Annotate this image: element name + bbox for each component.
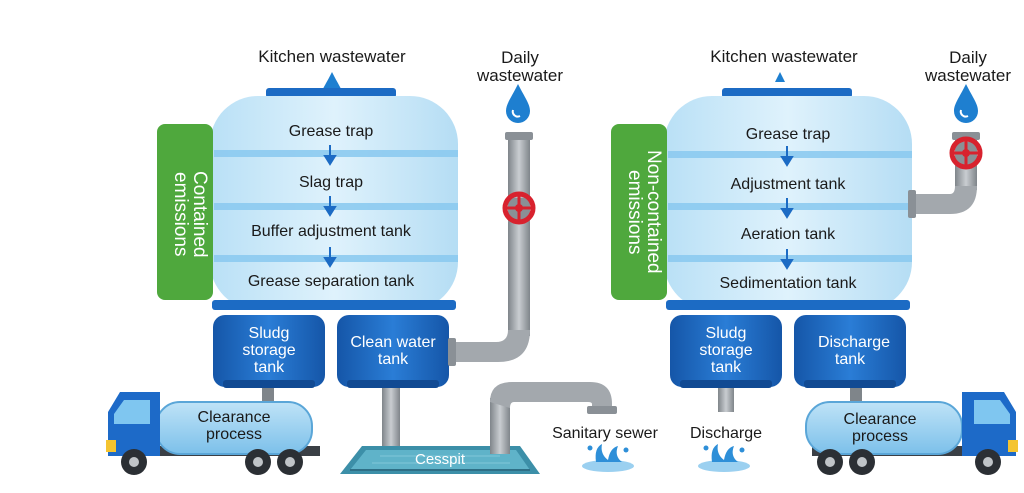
daily-wastewater-label: Daily wastewater <box>925 48 1011 85</box>
water-drop-icon <box>954 84 978 123</box>
inlet-pipe <box>448 132 533 366</box>
water-drop-icon <box>506 84 530 123</box>
water-splash-icon <box>582 444 634 472</box>
side-label-box <box>611 124 667 300</box>
stage-buffer-adjustment-tank: Buffer adjustment tank <box>251 223 411 240</box>
sludge-storage-tank <box>213 315 325 388</box>
kitchen-wastewater-label: Kitchen wastewater <box>258 47 406 66</box>
discharge-tank <box>794 315 906 388</box>
side-label-box <box>157 124 213 300</box>
tanker-truck-icon <box>805 392 1018 475</box>
sewer-pipe <box>490 382 617 454</box>
sludge-storage-tank-label: Sludg storage tank <box>242 325 296 376</box>
stage-aeration-tank: Aeration tank <box>740 226 836 243</box>
discharge-outlet-pipe <box>850 388 862 402</box>
stage-adjustment-tank: Adjustment tank <box>730 176 846 193</box>
clean-water-tank <box>337 315 449 388</box>
non-contained-emissions-label: Non-contained emissions <box>624 150 664 274</box>
cesspit-label: Cesspit <box>414 451 466 468</box>
main-tank <box>210 88 458 310</box>
clean-outlet-pipe <box>382 388 400 452</box>
tanker-truck-icon <box>106 392 320 475</box>
stage-grease-separation-tank: Grease separation tank <box>247 273 415 290</box>
stage-sedimentation-tank: Sedimentation tank <box>719 275 857 292</box>
flow-arrows <box>323 145 337 268</box>
contained-emissions-label: Contained emissions <box>170 170 210 258</box>
stage-grease-trap: Grease trap <box>288 123 374 140</box>
sludge-outlet-pipe <box>718 388 734 412</box>
sludge-storage-tank <box>670 315 782 388</box>
sanitary-sewer-label: Sanitary sewer <box>552 425 658 442</box>
clean-water-tank-label: Clean water tank <box>350 334 436 368</box>
discharge-label: Discharge <box>689 425 763 442</box>
kitchen-wastewater-label: Kitchen wastewater <box>710 47 858 66</box>
stage-slag-trap: Slag trap <box>298 174 364 191</box>
truck-clearance-label: Clearance process <box>197 409 271 443</box>
valve-icon <box>502 191 536 225</box>
flow-arrows <box>780 146 794 270</box>
sludge-outlet-pipe <box>262 388 274 402</box>
valve-icon <box>949 136 983 170</box>
stage-grease-trap: Grease trap <box>745 126 831 143</box>
daily-wastewater-label: Daily wastewater <box>477 48 563 85</box>
inlet-marker-icon <box>775 72 785 82</box>
truck-clearance-label: Clearance process <box>843 411 917 445</box>
water-splash-icon <box>698 444 750 472</box>
discharge-tank-label: Discharge tank <box>818 334 891 368</box>
sludge-storage-tank-label: Sludg storage tank <box>699 325 753 376</box>
